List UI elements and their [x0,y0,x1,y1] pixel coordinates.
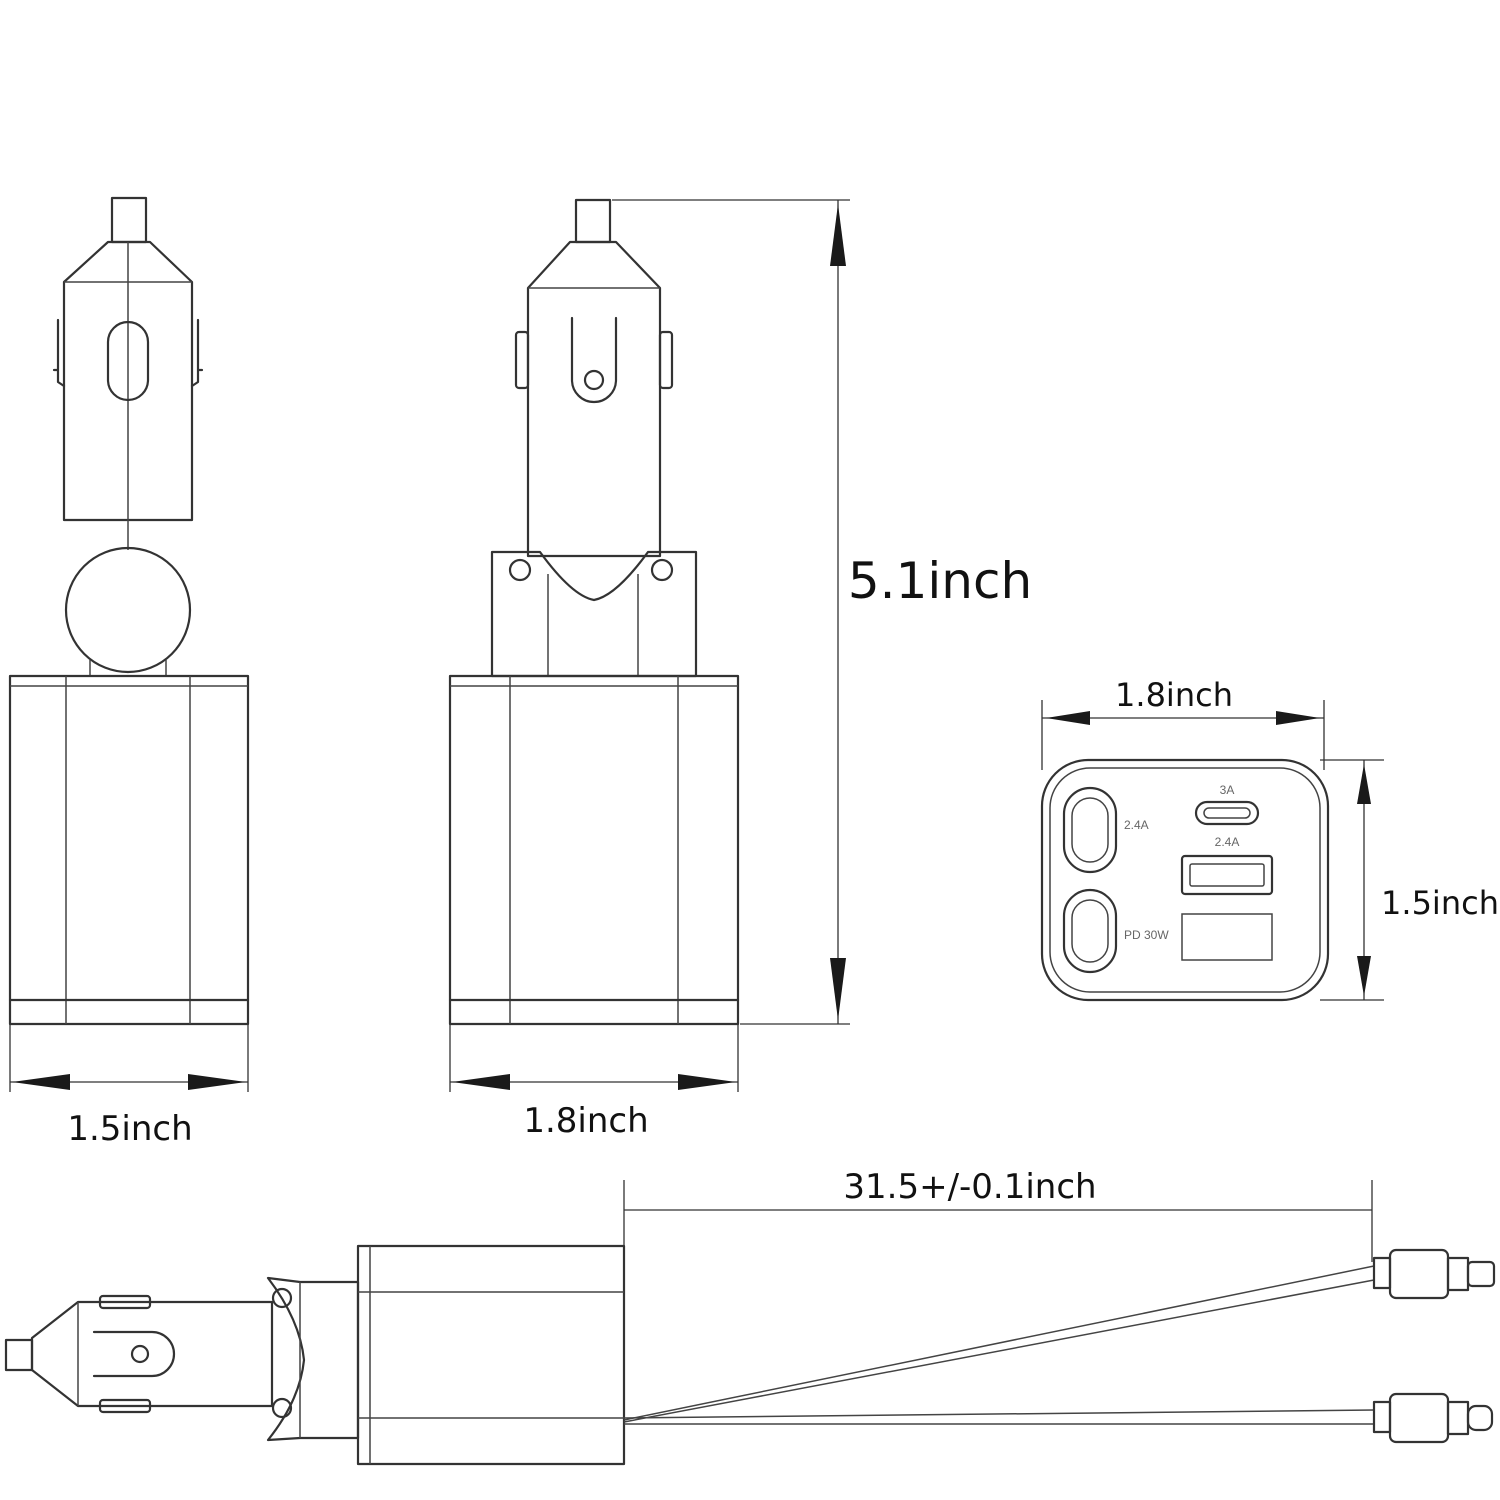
blank-panel [1181,913,1273,961]
usb-c-port [1194,800,1260,826]
height-dimension: 5.1inch [612,199,1032,1025]
top-width-label: 1.8inch [1115,676,1233,714]
arrow-right-icon [678,1074,736,1090]
front-view: 1.8inch [448,198,740,1141]
arrow-left-icon [12,1074,70,1090]
port-label: PD 30W [1124,928,1169,942]
top-height-label: 1.5inch [1381,884,1499,922]
port-label: 2.4A [1124,818,1149,832]
arrow-up-icon [1357,764,1371,804]
usb-a-port [1180,854,1274,896]
cable-connector [1372,1400,1392,1434]
arrow-down-icon [1357,956,1371,996]
cable-connector [1372,1256,1392,1290]
arrow-right-icon [1276,711,1320,725]
usb-c-port [1062,888,1118,974]
arrow-left-icon [1046,711,1090,725]
cable-length-label: 31.5+/-0.1inch [843,1167,1096,1207]
arrow-right-icon [188,1074,246,1090]
usb-c-port [1062,786,1118,874]
arrow-up-icon [830,204,846,266]
side-view: 1.5inch [8,196,250,1149]
front-width-label: 1.8inch [523,1101,648,1141]
arrow-down-icon [830,958,846,1020]
height-label: 5.1inch [848,552,1032,610]
side-width-label: 1.5inch [67,1109,192,1149]
arrow-left-icon [452,1074,510,1090]
port-label: 2.4A [1215,835,1240,849]
cable-view: 31.5+/-0.1inch [4,1167,1496,1466]
top-view: 2.4A PD 30W 3A 2.4A 1.8inch 1.5inch [1040,676,1499,1002]
port-label: 3A [1220,783,1235,797]
